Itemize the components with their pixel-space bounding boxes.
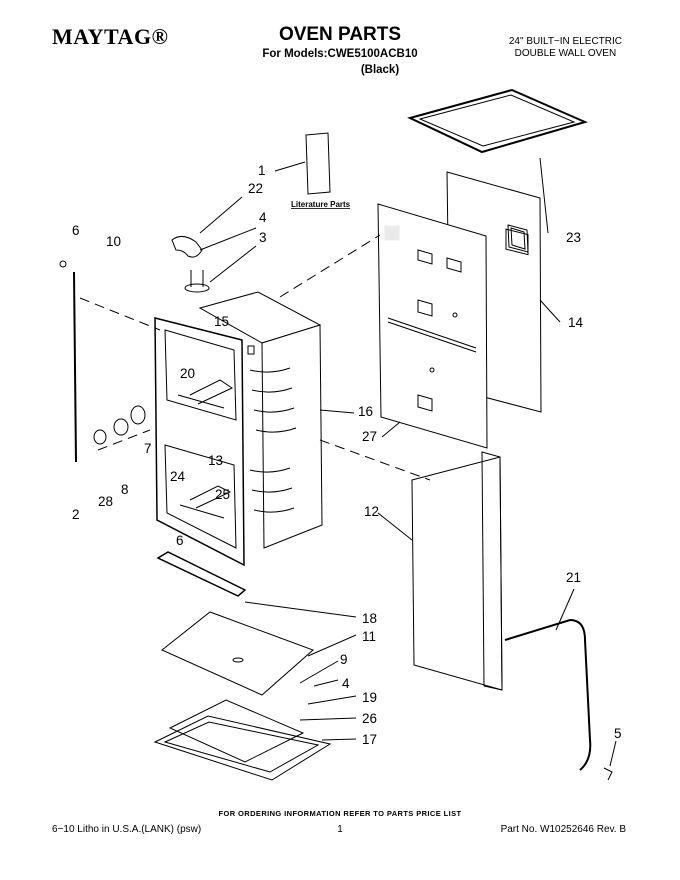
page-title: OVEN PARTS — [278, 24, 402, 45]
part-18-trim — [156, 551, 247, 597]
callout-28: 28 — [98, 494, 113, 509]
callout-3: 3 — [259, 230, 267, 245]
part-22-vent-elbow — [171, 236, 203, 258]
part-7-switch — [130, 405, 146, 425]
callout-19: 19 — [362, 690, 377, 705]
part-12-side-panel — [411, 451, 503, 691]
callout-10: 10 — [106, 234, 121, 249]
callout-27: 27 — [362, 429, 377, 444]
oven-cavity-body — [154, 291, 323, 567]
part-2-rod — [73, 271, 77, 463]
part-21-tube — [504, 618, 592, 771]
part-26-plate — [168, 699, 305, 763]
callout-8: 8 — [121, 482, 129, 497]
model-variant: (Black) — [360, 64, 400, 76]
part-17-frame — [153, 715, 332, 781]
product-description: 24" BUILT−IN ELECTRIC DOUBLE WALL OVEN — [509, 36, 622, 60]
callout-4a: 4 — [259, 210, 267, 225]
callout-21: 21 — [566, 570, 581, 585]
callout-24: 24 — [170, 469, 186, 484]
part-5-screw — [603, 767, 613, 781]
callout-7: 7 — [144, 441, 152, 456]
model-number: For Models:CWE5100ACB10 — [262, 48, 418, 60]
callout-4b: 4 — [342, 676, 350, 691]
part-1-literature — [305, 132, 331, 195]
callout-11: 11 — [362, 629, 376, 644]
callout-17: 17 — [362, 732, 377, 747]
part-13-element — [189, 485, 232, 509]
callout-2: 2 — [72, 507, 80, 522]
callout-6b: 6 — [176, 533, 184, 548]
literature-parts-label: Literature Parts — [291, 200, 351, 209]
callout-13: 13 — [208, 453, 223, 468]
callout-18: 18 — [362, 611, 377, 626]
part-27-back-panel — [377, 203, 488, 449]
callout-25: 25 — [215, 487, 230, 502]
description-line-1: 24" BUILT−IN ELECTRIC — [508, 36, 622, 47]
part-28-cap — [93, 429, 107, 445]
part-15-clip — [247, 345, 255, 355]
callout-9: 9 — [340, 652, 348, 667]
part-3-vent-base — [184, 283, 210, 293]
part-23-top-frame — [407, 88, 588, 154]
maytag-logo: MAYTAG® — [52, 24, 169, 49]
callout-1: 1 — [258, 163, 266, 178]
callout-15: 15 — [214, 314, 229, 329]
callout-26: 26 — [362, 711, 377, 726]
ordering-note: FOR ORDERING INFORMATION REFER TO PARTS … — [218, 809, 462, 818]
part-11-bottom-pan — [161, 611, 314, 696]
callout-22: 22 — [248, 181, 263, 196]
callout-16: 16 — [358, 404, 373, 419]
callout-6a: 6 — [72, 223, 80, 238]
part-20-element — [189, 379, 234, 405]
page-number: 1 — [337, 824, 343, 835]
litho-info: 6−10 Litho in U.S.A.(LANK) (psw) — [52, 824, 202, 835]
callout-5: 5 — [614, 726, 622, 741]
part-8-knob — [113, 418, 129, 436]
description-line-2: DOUBLE WALL OVEN — [514, 48, 617, 59]
callout-23: 23 — [566, 230, 581, 245]
callout-12: 12 — [364, 504, 379, 519]
part-number: Part No. W10252646 Rev. B — [500, 824, 626, 835]
callout-20: 20 — [180, 366, 195, 381]
callout-14: 14 — [568, 315, 584, 330]
